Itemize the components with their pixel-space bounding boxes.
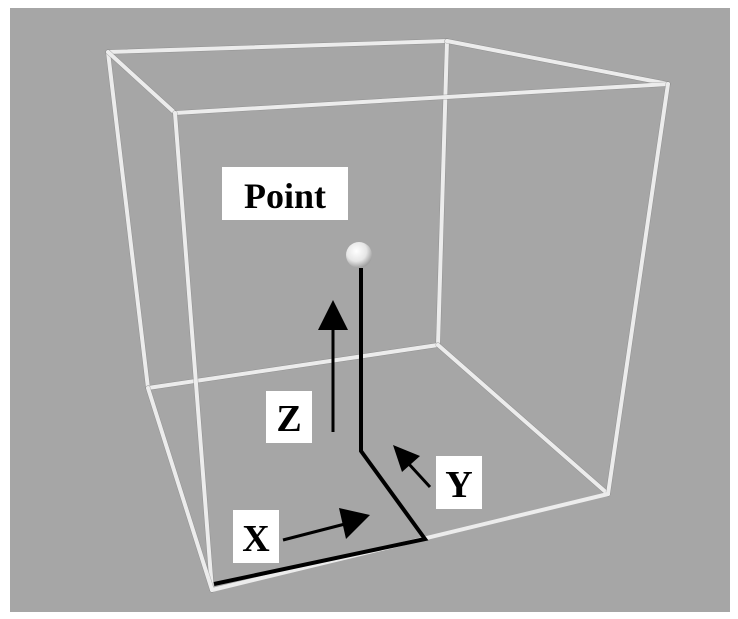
y-label-text: Y bbox=[445, 464, 472, 506]
z-label-text: Z bbox=[276, 398, 301, 440]
point-label: Point bbox=[222, 167, 348, 220]
gray-background bbox=[10, 8, 730, 612]
x-label-text: X bbox=[242, 518, 269, 560]
y-label: Y bbox=[436, 456, 482, 509]
cube-wireframe bbox=[105, 38, 671, 593]
point-sphere bbox=[346, 242, 372, 268]
x-axis-arrow bbox=[282, 508, 370, 542]
coordinate-path bbox=[213, 268, 429, 586]
point-label-text: Point bbox=[244, 176, 326, 216]
x-label: X bbox=[233, 510, 279, 563]
z-axis-arrow bbox=[318, 300, 348, 432]
z-label: Z bbox=[266, 391, 312, 443]
y-axis-arrow bbox=[393, 445, 432, 489]
